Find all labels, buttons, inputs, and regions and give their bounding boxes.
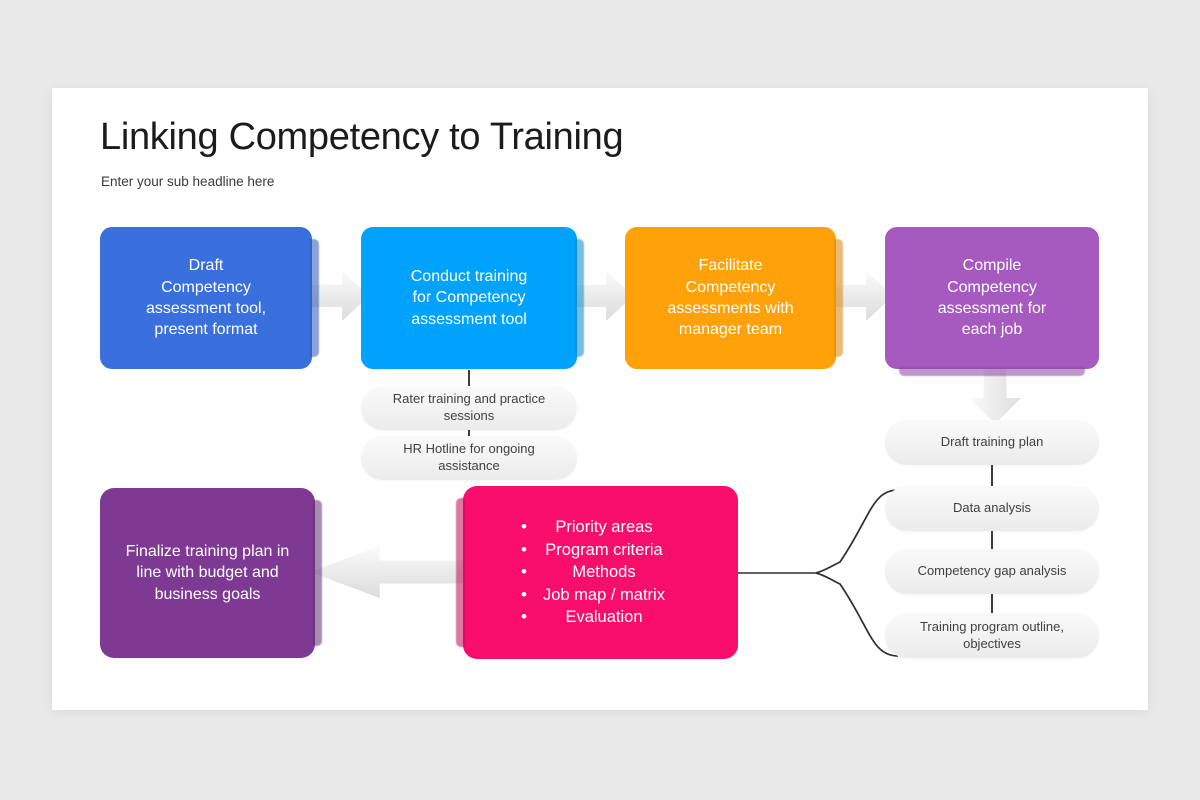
connector-tick [991,465,993,486]
analysis-step-label: Draft training plan [940,434,1044,450]
list-item: Priority areas [521,515,665,539]
list-item: Job map / matrix [521,583,665,607]
final-step-label: Finalize training plan in line with budg… [125,543,290,603]
page-title: Linking Competency to Training [100,116,624,158]
analysis-step-label: Competency gap analysis [917,563,1067,579]
list-item: Evaluation [521,605,665,629]
support-note-label: Rater training and practice sessions [392,391,546,423]
box-shadow-lip [899,367,1085,376]
process-step-compile[interactable]: Compile Competency assessment for each j… [885,227,1099,376]
process-step-label: Compile Competency assessment for each j… [937,257,1047,339]
box-shadow-lip [313,500,322,646]
process-step-label: Facilitate Competency assessments with m… [667,257,794,339]
box-shadow-lip [575,239,584,357]
process-step-draft-tool[interactable]: Draft Competency assessment tool, presen… [100,227,319,369]
analysis-step-label: Data analysis [952,500,1032,516]
process-step-facilitate[interactable]: Facilitate Competency assessments with m… [625,227,843,369]
list-item: Program criteria [521,538,665,562]
process-step-conduct-training[interactable]: Conduct training for Competency assessme… [361,227,584,369]
box-shadow-lip [834,239,843,357]
process-step-label: Conduct training for Competency assessme… [410,268,528,328]
connector-tick [991,531,993,549]
analysis-step-draft-plan[interactable]: Draft training plan [885,420,1099,465]
support-note-label: HR Hotline for ongoing assistance [403,441,535,473]
plan-components-list: Priority areas Program criteria Methods … [475,515,665,629]
page-subtitle: Enter your sub headline here [101,174,275,189]
analysis-step-label: Training program outline, objectives [919,618,1065,651]
support-note-rater-training[interactable]: Rater training and practice sessions [361,386,577,430]
analysis-step-program-outline[interactable]: Training program outline, objectives [885,613,1099,658]
plan-components-box[interactable]: Priority areas Program criteria Methods … [456,486,738,659]
connector-tick [991,594,993,613]
process-step-label: Draft Competency assessment tool, presen… [145,257,267,339]
list-item: Methods [521,560,665,584]
box-shadow-lip [456,498,465,647]
connector-tick [468,430,470,437]
analysis-step-gap-analysis[interactable]: Competency gap analysis [885,549,1099,594]
connector-tick [468,370,470,387]
analysis-step-data-analysis[interactable]: Data analysis [885,486,1099,531]
box-shadow-lip [310,239,319,357]
support-note-hr-hotline[interactable]: HR Hotline for ongoing assistance [361,436,577,480]
slide-canvas: Linking Competency to Training Enter you… [52,88,1148,710]
brace-connector-icon [724,489,899,657]
arrow-left-icon [310,546,476,598]
final-step-finalize-plan[interactable]: Finalize training plan in line with budg… [100,488,322,658]
